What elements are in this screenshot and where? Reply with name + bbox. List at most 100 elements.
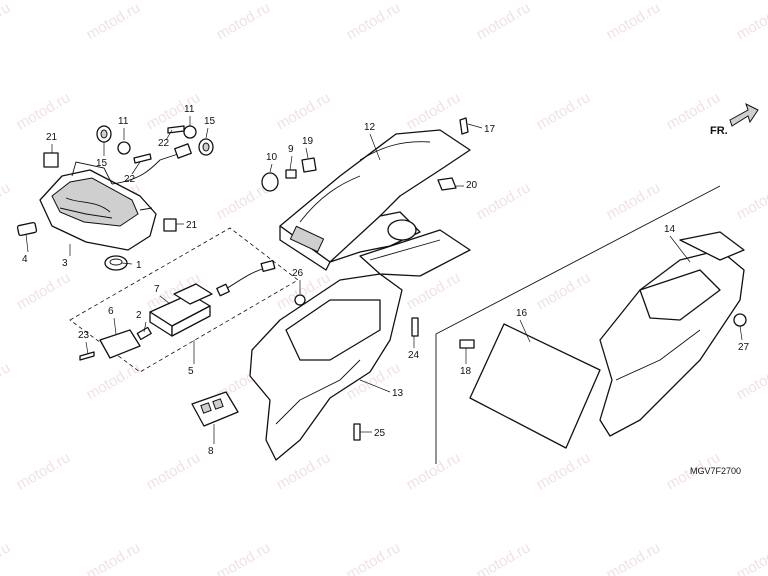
callout-2: 2 <box>136 310 142 321</box>
bulb-part <box>136 326 152 341</box>
leader-line <box>289 155 293 171</box>
watermark-text: motod.ru <box>734 179 768 223</box>
watermark-text: motod.ru <box>474 539 534 576</box>
leader-line <box>121 262 133 265</box>
watermark-text: motod.ru <box>734 359 768 403</box>
leader-line <box>669 235 691 263</box>
clip-part <box>163 218 177 232</box>
callout-7: 7 <box>154 284 160 295</box>
leader-line <box>131 161 141 175</box>
callout-22b: 22 <box>158 138 170 149</box>
callout-15a: 15 <box>96 158 108 169</box>
bolt-part <box>459 339 475 349</box>
rear-fender-lower <box>249 229 471 461</box>
callout-14: 14 <box>664 224 676 235</box>
right-panel-divider <box>435 185 721 464</box>
leader-line <box>159 295 171 305</box>
watermark-text: motod.ru <box>214 539 274 576</box>
reflector-part <box>191 391 239 427</box>
watermark-text: motod.ru <box>344 539 404 576</box>
grommet-part <box>261 172 279 192</box>
callout-5: 5 <box>188 366 194 377</box>
callout-27: 27 <box>738 342 750 353</box>
callout-13: 13 <box>392 388 404 399</box>
diagram-code: MGV7F2700 <box>690 466 741 476</box>
nut-part <box>733 313 747 327</box>
leader-line <box>25 233 29 253</box>
callout-11b: 11 <box>184 104 195 115</box>
callout-19: 19 <box>302 136 314 147</box>
leader-line <box>85 341 89 355</box>
callout-21a: 21 <box>46 132 58 143</box>
bolt-part <box>353 423 361 441</box>
watermark-text: motod.ru <box>0 359 13 403</box>
watermark-text: motod.ru <box>84 0 144 43</box>
watermark-text: motod.ru <box>0 539 13 576</box>
leader-line <box>305 147 309 159</box>
leader-line <box>519 319 531 343</box>
bolt-part <box>411 317 419 337</box>
callout-21b: 21 <box>186 220 198 231</box>
license-light-housing <box>149 283 213 337</box>
callout-25: 25 <box>374 428 386 439</box>
callout-16: 16 <box>516 308 528 319</box>
tail-light-assembly <box>39 143 192 251</box>
watermark-text: motod.ru <box>274 89 334 133</box>
leader-line <box>369 133 381 161</box>
callout-8: 8 <box>208 446 214 457</box>
watermark-text: motod.ru <box>604 0 664 43</box>
license-plate-part <box>469 323 601 449</box>
watermark-text: motod.ru <box>604 179 664 223</box>
watermark-text: motod.ru <box>14 449 74 493</box>
pad-part <box>16 221 38 237</box>
leader-line <box>165 129 173 141</box>
watermark-text: motod.ru <box>14 89 74 133</box>
nut-part <box>437 177 457 191</box>
callout-12: 12 <box>364 122 376 133</box>
callout-1: 1 <box>136 260 142 271</box>
callout-15b: 15 <box>204 116 216 127</box>
watermark-text: motod.ru <box>534 89 594 133</box>
watermark-text: motod.ru <box>534 269 594 313</box>
watermark-text: motod.ru <box>84 539 144 576</box>
clip-part <box>43 152 59 168</box>
leader-line <box>143 321 147 333</box>
callout-24: 24 <box>408 350 420 361</box>
callout-17: 17 <box>484 124 496 135</box>
callout-26: 26 <box>292 268 304 279</box>
watermark-text: motod.ru <box>0 0 13 43</box>
leader-line <box>269 163 273 173</box>
direction-label: FR. <box>710 125 728 137</box>
watermark-text: motod.ru <box>404 89 464 133</box>
callout-3: 3 <box>62 258 68 269</box>
bolt-parts <box>133 125 185 164</box>
license-plate-bracket <box>599 231 745 437</box>
watermark-text: motod.ru <box>404 449 464 493</box>
watermark-text: motod.ru <box>734 539 768 576</box>
leader-line <box>467 123 483 129</box>
watermark-text: motod.ru <box>474 0 534 43</box>
clip-part <box>301 157 317 173</box>
callout-23: 23 <box>78 330 90 341</box>
leader-line <box>359 379 391 393</box>
nut-part <box>294 294 306 306</box>
watermark-text: motod.ru <box>144 449 204 493</box>
watermark-text: motod.ru <box>734 0 768 43</box>
rear-fender-upper <box>279 129 471 271</box>
wire-harness <box>223 267 267 291</box>
callout-6: 6 <box>108 306 114 317</box>
leader-line <box>205 127 209 139</box>
grommet-collar-parts <box>96 125 214 156</box>
watermark-text: motod.ru <box>274 449 334 493</box>
forward-direction-arrow-icon <box>729 103 759 127</box>
watermark-text: motod.ru <box>604 539 664 576</box>
watermark-text: motod.ru <box>84 359 144 403</box>
callout-22a: 22 <box>124 174 136 185</box>
callout-18: 18 <box>460 366 472 377</box>
callout-20: 20 <box>466 180 478 191</box>
callout-4: 4 <box>22 254 28 265</box>
watermark-text: motod.ru <box>344 0 404 43</box>
callout-11a: 11 <box>118 116 129 127</box>
grommet-part <box>104 255 128 271</box>
